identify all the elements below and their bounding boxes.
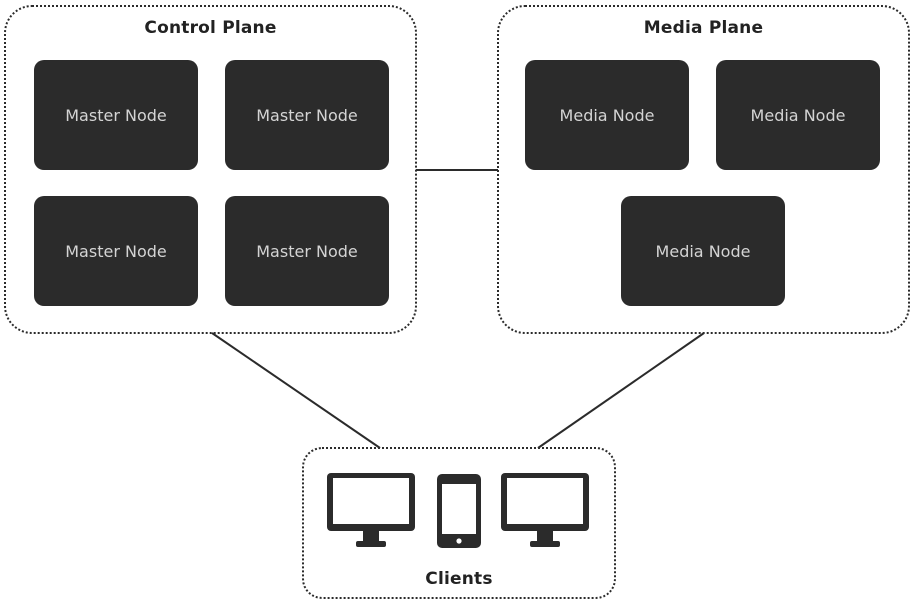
master-node: Master Node [225,196,389,306]
control-plane-title: Control Plane [144,18,277,38]
master-node: Master Node [34,60,198,170]
control-clients-connector [211,332,381,449]
clients-title: Clients [425,569,493,589]
clients-group: Clients [302,447,616,599]
master-node: Master Node [225,60,389,170]
media-clients-connector [537,332,705,449]
media-node: Media Node [716,60,880,170]
media-node: Media Node [621,196,785,306]
media-plane-title: Media Plane [643,18,764,38]
media-node: Media Node [525,60,689,170]
master-node: Master Node [34,196,198,306]
smartphone-icon [437,474,481,548]
media-plane-group: Media Plane Media Node Media Node Media … [497,5,910,334]
desktop-monitor-icon [501,473,589,547]
control-plane-group: Control Plane Master Node Master Node Ma… [4,5,417,334]
desktop-monitor-icon [327,473,415,547]
